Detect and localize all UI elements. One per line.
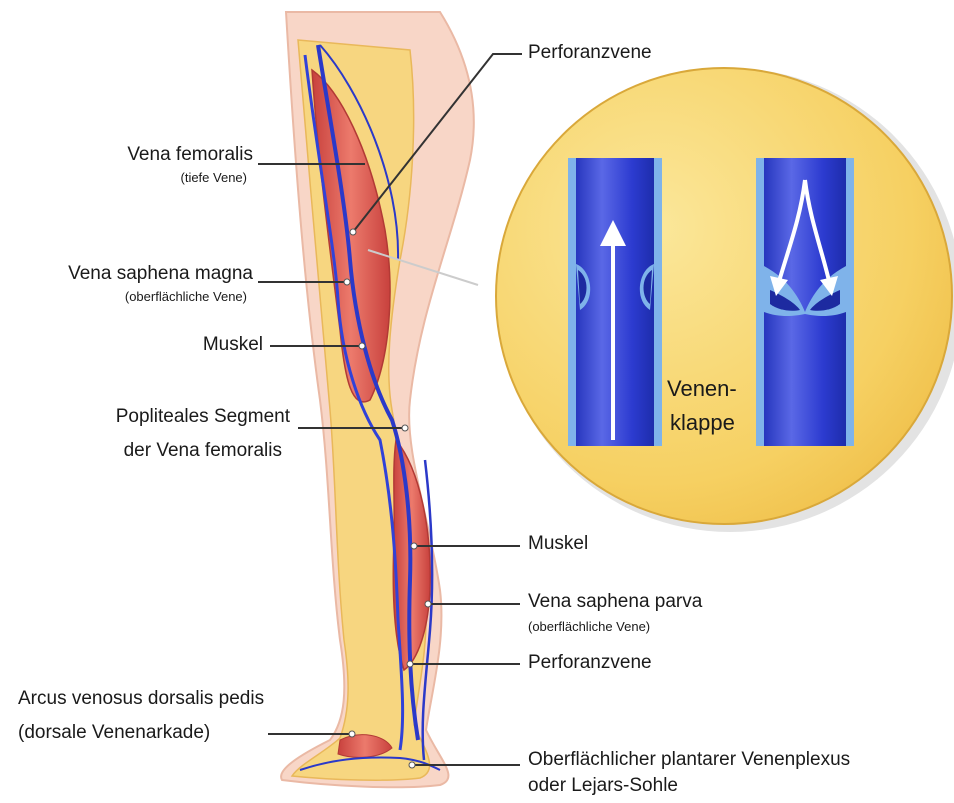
label-perforanzvene-top: Perforanzvene [528, 42, 652, 64]
label-vena-saphena-magna-sub: (oberflächliche Vene) [0, 289, 247, 305]
valve-inset [496, 68, 952, 524]
open-valve-vein [568, 158, 662, 446]
label-vena-femoralis-sub: (tiefe Vene) [40, 170, 247, 186]
label-arcus-line1: Arcus venosus dorsalis pedis [18, 688, 264, 710]
label-vena-saphena-parva-sub: (oberflächliche Vene) [528, 619, 650, 635]
label-plexus-line2: oder Lejars-Sohle [528, 775, 678, 797]
label-vena-femoralis: Vena femoralis [40, 144, 253, 166]
label-vena-saphena-parva: Vena saphena parva [528, 591, 702, 613]
label-popliteales-line1: Popliteales Segment [20, 406, 290, 428]
closed-valve-vein [756, 158, 854, 446]
label-perforanzvene-bottom: Perforanzvene [528, 652, 652, 674]
label-valve-line2: klappe [670, 410, 735, 436]
label-muskel-thigh: Muskel [100, 334, 263, 356]
label-plexus-line1: Oberflächlicher plantarer Venenplexus [528, 749, 850, 771]
label-valve-line1: Venen- [667, 376, 737, 402]
label-arcus-line2: (dorsale Venenarkade) [18, 722, 210, 744]
label-muskel-calf: Muskel [528, 533, 588, 555]
label-popliteales-line2: der Vena femoralis [20, 440, 282, 462]
label-vena-saphena-magna: Vena saphena magna [0, 263, 253, 285]
